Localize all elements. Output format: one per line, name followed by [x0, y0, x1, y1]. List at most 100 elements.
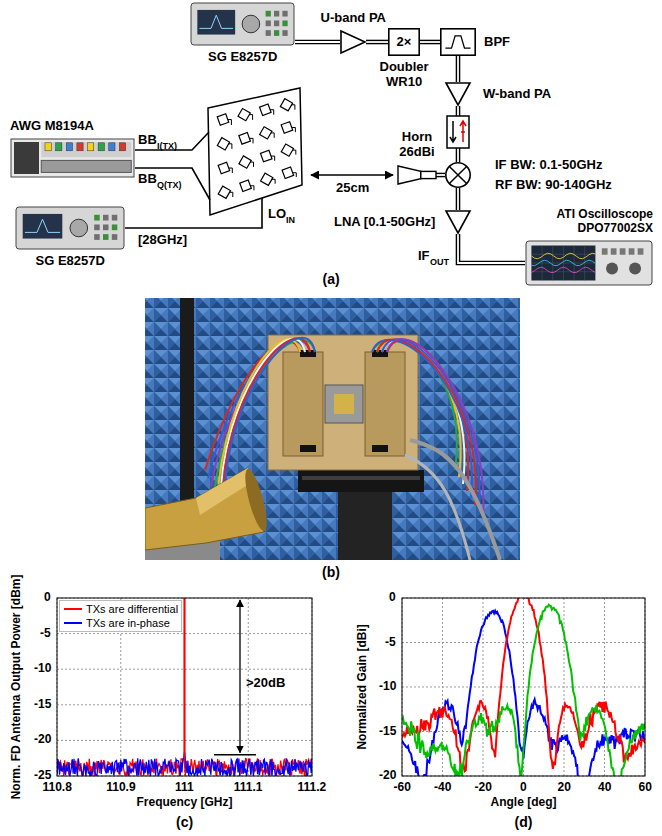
- instrument-screen: [197, 10, 235, 35]
- instrument-screen: [23, 214, 63, 239]
- instrument-label: ATI Oscilloscope DPO77002SX: [525, 208, 653, 236]
- instrument-button: [602, 248, 608, 254]
- level-arrow: [239, 600, 240, 753]
- sg-outline: [15, 206, 125, 250]
- signal-name: LO: [268, 207, 286, 222]
- horn-outline: [398, 166, 436, 184]
- sg-node: SG E8257D: [190, 2, 295, 46]
- grid-line: [402, 642, 645, 643]
- tick-label: 40: [598, 781, 611, 795]
- signal-subscript: I(TX): [157, 141, 177, 151]
- component-label: Doubler WR10: [380, 60, 429, 90]
- signal-name: BB: [138, 133, 157, 148]
- tick-label: 110.9: [106, 781, 135, 795]
- instrument-button: [274, 30, 279, 36]
- output-connector: [77, 143, 83, 151]
- signal-name: BB: [138, 172, 157, 187]
- component-label: LNA [0.1-50GHz]: [334, 215, 435, 230]
- antenna-patch: [239, 133, 251, 145]
- lo-wire: [125, 198, 262, 228]
- pin-header: [300, 445, 316, 452]
- ampD-symbol: [446, 83, 470, 105]
- jumper-wire: [377, 339, 476, 505]
- instrument-body: [11, 139, 134, 177]
- panel-label: (a): [323, 271, 340, 287]
- horn-waveguide: [421, 171, 436, 178]
- antenna-patch: [217, 138, 229, 150]
- component-label: IF BW: 0.1-50GHz: [495, 158, 602, 173]
- antenna-patch: [218, 186, 230, 198]
- sg-outline: [190, 2, 295, 46]
- scope-symbol: [526, 241, 652, 285]
- amplifier-triangle: [341, 31, 365, 53]
- instrument-screen: [531, 246, 595, 281]
- axis-title: Frequency [GHz]: [137, 796, 233, 810]
- output-connector: [109, 143, 115, 151]
- coax-cable: [405, 455, 470, 560]
- pin-header: [372, 445, 388, 452]
- axis-title: Norm. FD Antenna Output Power [dBm]: [9, 574, 23, 799]
- mixer-circle: [446, 163, 470, 187]
- output-connector: [88, 143, 94, 151]
- awg-symbol: [11, 139, 134, 177]
- instrument-button: [629, 248, 635, 254]
- instrument-button: [103, 234, 109, 240]
- bpf-node: BPF: [440, 28, 476, 56]
- ampR-outline: [340, 30, 366, 54]
- connector-outer: [420, 40, 440, 45]
- grid-line: [604, 598, 605, 776]
- signal-subscript: OUT: [430, 257, 449, 267]
- ampD-symbol: [446, 211, 470, 233]
- instrument-button: [282, 30, 287, 36]
- amplifier-triangle: [446, 211, 470, 233]
- instrument-button: [94, 215, 100, 221]
- antenna-patch: [217, 114, 229, 126]
- connector-inner: [458, 234, 525, 263]
- isolator-symbol: [447, 116, 469, 148]
- waveguide-connector: [458, 56, 459, 82]
- tick-label: -40: [434, 781, 451, 795]
- bpf-symbol: [441, 29, 475, 55]
- instrument-button: [94, 234, 100, 240]
- instrument-button: [274, 20, 279, 26]
- antenna-patch: [261, 173, 273, 185]
- legend-line: [64, 622, 82, 624]
- output-connector: [98, 143, 104, 151]
- instrument-button: [112, 224, 118, 230]
- isolator-arrow: [450, 121, 456, 142]
- waveguide-connector: [366, 42, 388, 43]
- connector-inner: [420, 41, 440, 43]
- tick-label: -5: [40, 627, 51, 641]
- coax-cable: [410, 440, 500, 560]
- chart-traces: [57, 598, 312, 776]
- antenna-patch: [281, 144, 293, 156]
- beam-pattern: [402, 605, 645, 776]
- signal-subscript: Q(TX): [157, 180, 182, 190]
- pcb-board: [283, 352, 323, 456]
- connector-outer: [456, 188, 461, 210]
- connector-inner: [457, 56, 459, 82]
- scope-node: ATI Oscilloscope DPO77002SX: [525, 240, 653, 286]
- panel-label: (d): [515, 814, 533, 830]
- pcb-board: [365, 352, 405, 456]
- connector-outer: [436, 173, 445, 178]
- tick-label: 0: [520, 781, 527, 795]
- tick-label: -20: [475, 781, 492, 795]
- instrument-button: [266, 20, 271, 26]
- horn-symbol: [398, 166, 436, 184]
- output-connector: [119, 143, 125, 151]
- instrument-label: SG E8257D: [208, 50, 277, 65]
- antenna-patch: [282, 167, 294, 179]
- waveguide-connector: [436, 175, 445, 176]
- antenna-patch: [240, 180, 252, 192]
- pcb-board: [268, 335, 418, 470]
- chart-legend: TXs are differentialTXs are in-phase: [59, 600, 182, 632]
- instrument-button: [112, 215, 118, 221]
- tick-label: -60: [394, 781, 411, 795]
- legend-entry: TXs are differential: [63, 602, 178, 616]
- awg-outline: [10, 138, 135, 178]
- signal-name: IF: [418, 249, 430, 264]
- chip-carrier: [325, 385, 363, 423]
